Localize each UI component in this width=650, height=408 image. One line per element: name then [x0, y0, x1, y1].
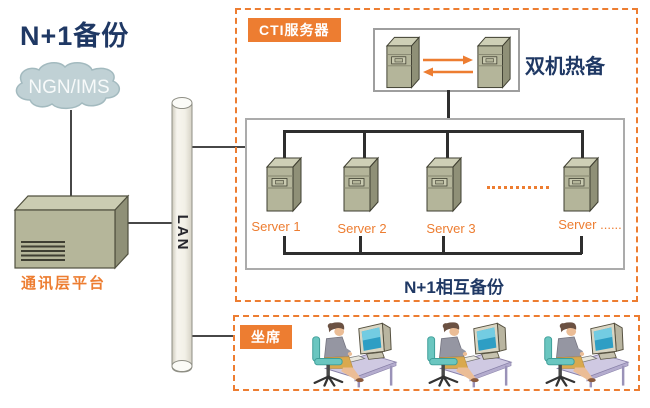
- server-3-label: Server 3: [426, 221, 476, 236]
- hot-standby-box: [373, 28, 520, 92]
- network-cloud-icon: NGN/IMS: [15, 62, 121, 110]
- agents-region-box: [233, 315, 640, 391]
- hot-standby-label: 双机热备: [525, 56, 605, 78]
- cti-region-tag: CTI服务器: [248, 18, 341, 42]
- page-title: N+1备份: [20, 21, 130, 51]
- agent-workstation-icon: [532, 317, 630, 391]
- ellipsis-dots: [487, 186, 549, 189]
- riser-server-3: [442, 236, 445, 254]
- server-tower-icon: [562, 155, 600, 213]
- riser-server-2: [359, 236, 362, 254]
- top-bus-line: [283, 130, 584, 133]
- connector-lan-to-agents: [191, 335, 233, 337]
- n1-group-caption: N+1相互备份: [404, 278, 504, 297]
- server-tower-icon: [342, 155, 380, 213]
- agents-region-tag: 坐席: [240, 325, 292, 349]
- sync-arrows-icon: [423, 55, 473, 77]
- connector-platform-to-lan: [128, 222, 172, 224]
- agent-workstation-icon: [300, 317, 398, 391]
- drop-server-1: [283, 130, 286, 158]
- drop-server-n: [581, 130, 584, 158]
- connector-lan-to-cti: [191, 146, 246, 148]
- server-tower-icon: [385, 34, 421, 90]
- riser-server-1: [283, 236, 286, 254]
- drop-server-3: [446, 130, 449, 158]
- lan-pipe-icon: [171, 97, 193, 373]
- server-1-label: Server 1: [251, 219, 301, 234]
- riser-server-n: [580, 236, 583, 254]
- connector-cloud-to-platform: [70, 110, 72, 198]
- drop-server-2: [363, 130, 366, 158]
- platform-label: 通讯层平台: [21, 275, 107, 292]
- server-tower-icon: [425, 155, 463, 213]
- lan-label: LAN: [174, 214, 192, 252]
- server-tower-icon: [265, 155, 303, 213]
- agent-workstation-icon: [415, 317, 513, 391]
- bottom-bus-line: [283, 252, 582, 255]
- server-tower-icon: [476, 34, 512, 90]
- connector-hotstandby-to-bus: [447, 90, 450, 132]
- cloud-label: NGN/IMS: [28, 77, 109, 98]
- platform-device-icon: [13, 194, 130, 270]
- server-2-label: Server 2: [337, 221, 387, 236]
- cti-region-box: [235, 8, 638, 302]
- server-n-label: Server ......: [558, 217, 622, 232]
